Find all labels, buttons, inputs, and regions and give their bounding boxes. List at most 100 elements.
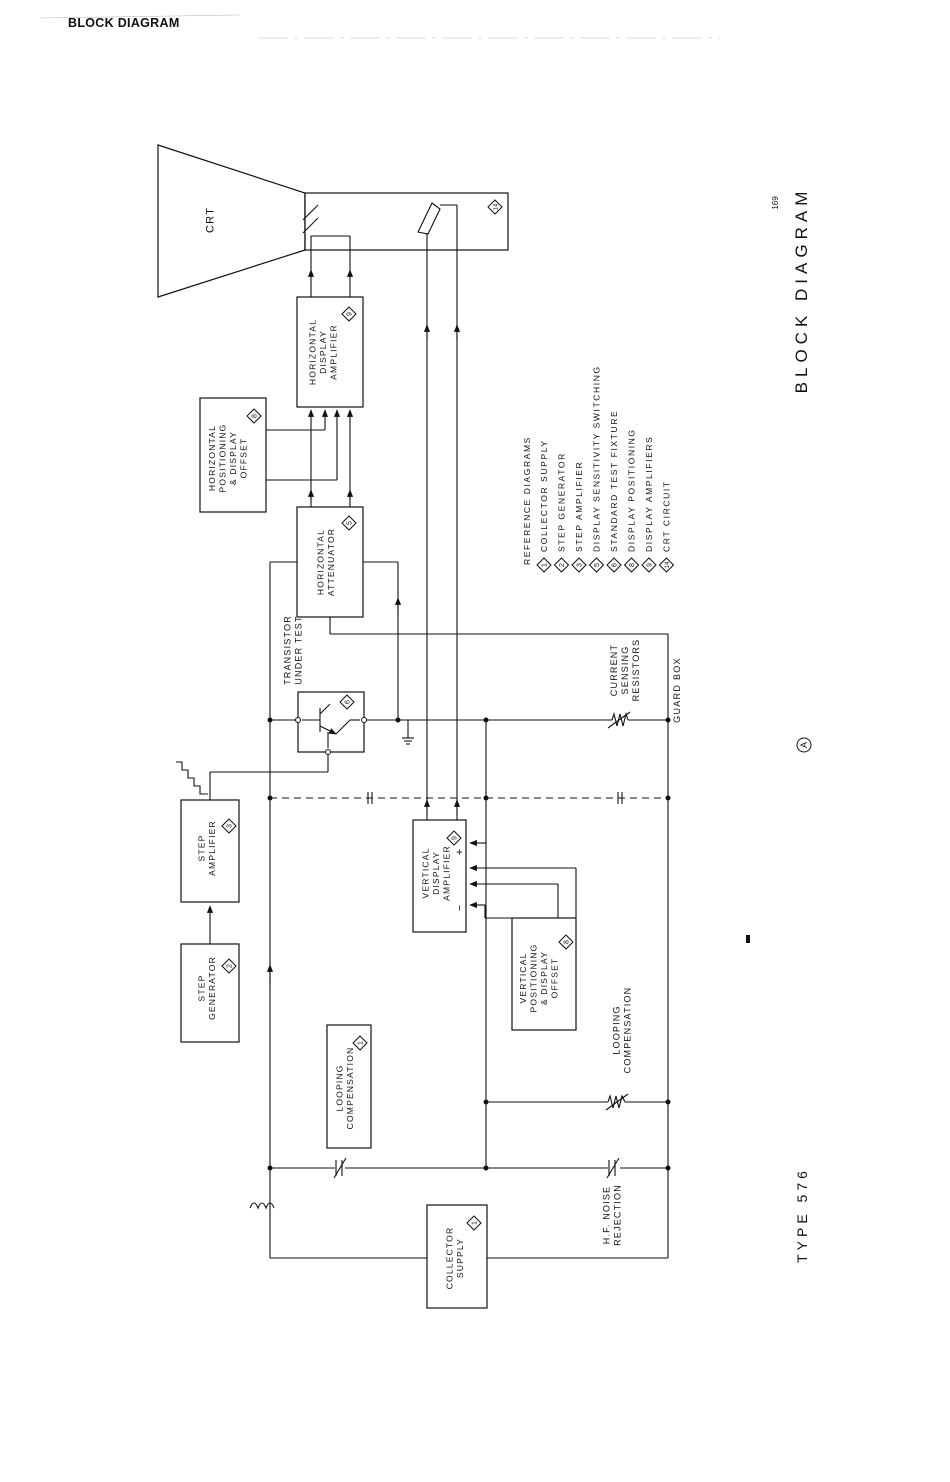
ref-badge: 3 [571,557,587,573]
block-label: POSITIONING [529,944,539,1013]
svg-text:8: 8 [251,414,258,418]
ref-badge: 2 [553,557,570,573]
coil-symbol [249,1202,275,1210]
speck [746,935,750,943]
svg-text:6: 6 [344,700,351,704]
ref-badge: 8 [246,408,262,424]
block-label: AMPLIFIER [328,324,338,380]
svg-text:14: 14 [665,561,671,568]
wiring [176,204,671,1259]
block-label: STEP [197,974,207,1001]
svg-text:5: 5 [594,563,601,567]
reference-item-label: DISPLAY SENSITIVITY SWITCHING [592,365,602,552]
ref-badge: 3 [221,818,237,834]
reference-item-label: DISPLAY POSITIONING [627,428,637,552]
block-label: VERTICAL [518,952,528,1003]
svg-text:1: 1 [541,563,548,567]
crt-horizontal-plate [302,204,319,221]
block-label: HORIZONTAL [316,529,326,595]
diagram-label: REJECTION [613,1184,623,1246]
svg-text:9: 9 [346,312,353,316]
ref-badge: 14 [487,199,503,215]
ref-badge: 6 [606,557,622,573]
reference-item-label: DISPLAY AMPLIFIERS [644,436,654,552]
block-label: OFFSET [239,438,249,479]
block-label: HORIZONTAL [307,319,317,385]
plus-sign: + [454,849,466,855]
ref-badge: 1 [536,557,552,573]
block-label: & DISPLAY [228,431,238,485]
block-label: OFFSET [550,958,560,999]
svg-text:9: 9 [451,836,458,840]
diagram-label: TRANSISTOR [283,615,293,685]
scan-mark [39,14,241,19]
svg-text:14: 14 [493,203,499,210]
svg-text:8: 8 [629,563,636,567]
ref-badge: 8 [623,557,640,573]
ref-badge: 9 [641,557,657,573]
block-label: GENERATOR [207,956,217,1020]
block-label: AMPLIFIER [207,820,217,876]
ref-badge: 8 [558,934,574,950]
block-label: COLLECTOR [445,1227,455,1290]
svg-text:5: 5 [346,521,353,525]
ref-badge: 5 [341,515,357,531]
ref-badge: 1 [352,1035,368,1051]
block-label: AMPLIFIER [441,845,451,901]
reference-diagrams-list: REFERENCE DIAGRAMS 1 COLLECTOR SUPPLY 2 STEP… [522,365,675,573]
svg-text:2: 2 [226,964,233,968]
block-label: HORIZONTAL [207,425,217,491]
block-label: STEP [197,834,207,861]
type-label: TYPE 576 [794,1167,810,1263]
diagram-label: COMPENSATION [623,987,633,1074]
ref-badge: 2 [221,958,237,974]
ref-badge: 1 [466,1215,482,1231]
block-label: VERTICAL [420,847,430,898]
diagram-label: H.F. NOISE [602,1186,612,1245]
diagram-title: BLOCK DIAGRAM [792,187,811,394]
diagram-label: UNDER TEST [294,615,304,684]
ref-badge: 9 [446,830,462,846]
svg-text:3: 3 [576,563,583,567]
minus-sign: − [454,905,466,911]
svg-text:3: 3 [226,824,233,828]
svg-text:1: 1 [471,1221,478,1225]
crt: CRT 14 [157,144,509,298]
reference-item-label: COLLECTOR SUPPLY [539,439,549,552]
block-label: SUPPLY [455,1238,465,1278]
looping-compensation-resistor [607,1094,626,1109]
svg-text:1: 1 [357,1041,364,1045]
reference-heading: REFERENCE DIAGRAMS [522,436,532,565]
reference-item-label: STANDARD TEST FIXTURE [609,410,619,552]
page-header: BLOCK DIAGRAM [68,16,180,30]
block-label: & DISPLAY [539,951,549,1005]
block-label: LOOPING [335,1064,345,1111]
step-waveform [176,761,208,795]
block-label: ATTENUATOR [326,528,336,596]
crt-vertical-plate [417,202,441,235]
ref-badge: 14 [658,557,675,573]
ref-badge: 5 [588,557,605,573]
label-guard-box: GUARD BOX [672,657,682,723]
block-label: DISPLAY [318,330,328,374]
block-label: COMPENSATION [345,1047,355,1130]
reference-item-label: CRT CIRCUIT [662,480,672,552]
svg-text:A: A [799,742,809,748]
diagram-label: SENSING [620,646,630,695]
diagram-label: CURRENT [609,644,619,696]
reference-item-label: STEP GENERATOR [557,452,567,552]
svg-text:8: 8 [563,940,570,944]
current-sensing-resistor [611,712,629,727]
block-label: POSITIONING [218,424,228,493]
page-number: 169 [771,196,780,210]
